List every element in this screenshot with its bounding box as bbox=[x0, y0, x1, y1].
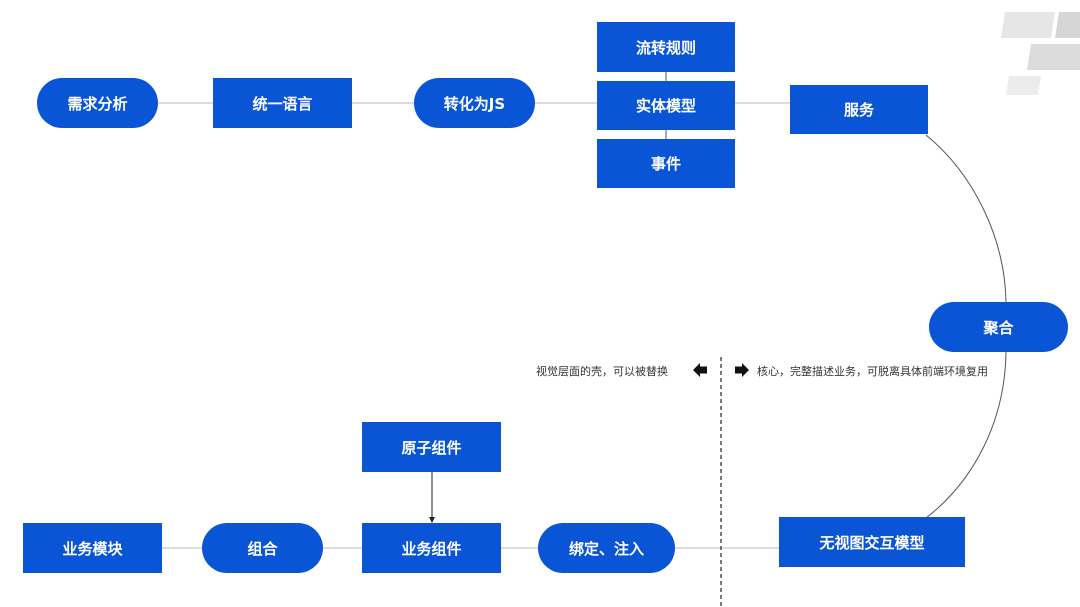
node-entity-model: 实体模型 bbox=[597, 81, 735, 130]
node-business-component: 业务组件 bbox=[362, 523, 501, 573]
curve-juhe-wushitu bbox=[925, 351, 1007, 519]
node-business-module: 业务模块 bbox=[23, 523, 162, 573]
corner-logo bbox=[1001, 12, 1080, 95]
node-compose: 组合 bbox=[202, 523, 323, 573]
arrow-right-icon bbox=[735, 363, 749, 377]
node-event: 事件 bbox=[597, 139, 735, 188]
node-atomic-component: 原子组件 bbox=[362, 422, 501, 472]
node-unified-language: 统一语言 bbox=[213, 78, 352, 128]
node-service: 服务 bbox=[790, 85, 928, 134]
node-bind-inject: 绑定、注入 bbox=[538, 523, 675, 573]
node-flow-rules: 流转规则 bbox=[597, 22, 735, 72]
note-core-description: 核心，完整描述业务，可脱离具体前端环境复用 bbox=[757, 365, 988, 378]
node-aggregate: 聚合 bbox=[929, 302, 1068, 352]
node-convert-to-js: 转化为JS bbox=[414, 78, 535, 128]
curve-fuwu-juhe bbox=[925, 134, 1007, 303]
node-viewless-interaction-model: 无视图交互模型 bbox=[779, 517, 965, 567]
node-requirements-analysis: 需求分析 bbox=[37, 78, 158, 128]
note-replaceable-shell: 视觉层面的壳，可以被替换 bbox=[536, 365, 668, 378]
arrow-left-icon bbox=[693, 363, 707, 377]
arrowhead-yuanzi bbox=[429, 517, 435, 523]
